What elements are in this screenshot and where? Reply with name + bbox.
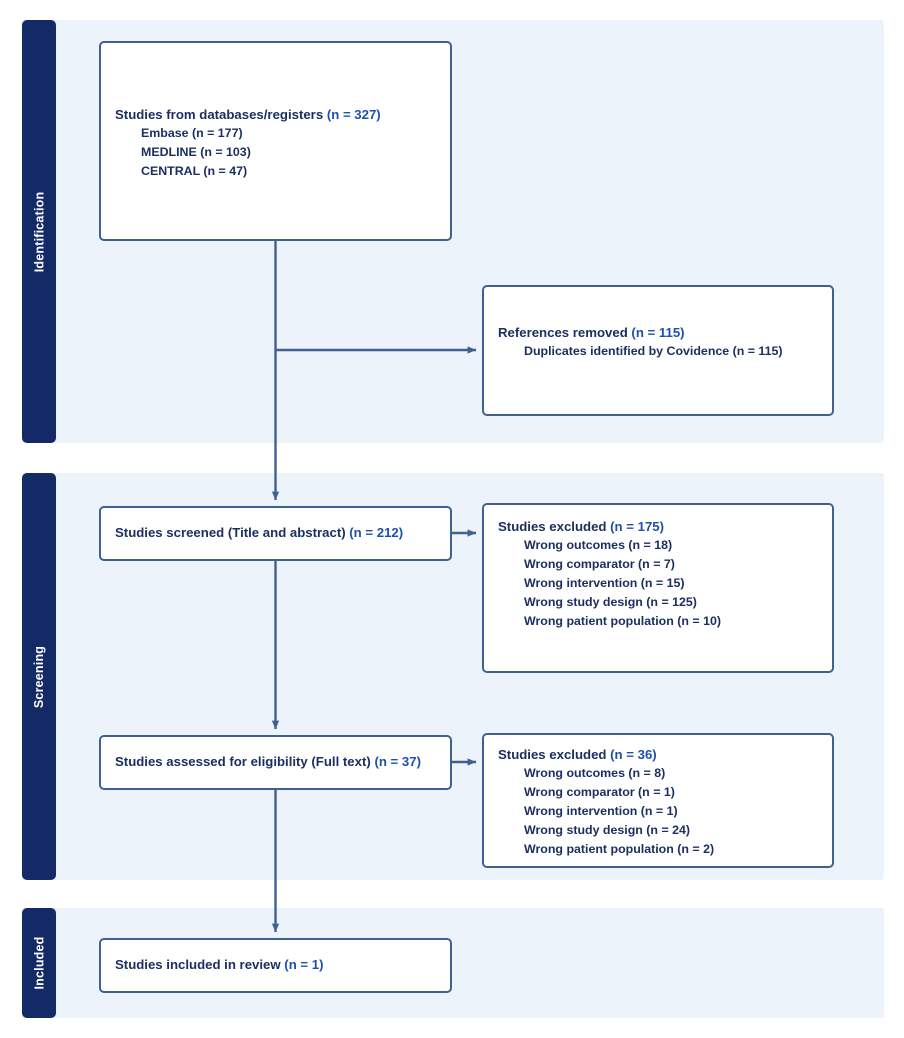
box-references-removed[interactable]: References removed (n = 115) Duplicates … [482, 285, 834, 416]
list-item: CENTRAL (n = 47) [141, 163, 248, 178]
box-studies-included-in-review[interactable]: Studies included in review (n = 1) [99, 938, 452, 993]
box-excluded1-count: (n = 175) [610, 519, 665, 534]
stage-label-included: Included [22, 908, 56, 1018]
stage-label-included-text: Included [32, 936, 46, 990]
box-removed-title: References removed (n = 115) [498, 323, 822, 342]
box-eligibility-title-text: Studies assessed for eligibility (Full t… [115, 754, 371, 769]
box-excluded1-title-text: Studies excluded [498, 519, 607, 534]
stage-label-screening: Screening [22, 473, 56, 880]
list-item: Wrong outcomes (n = 8) [524, 766, 666, 781]
stage-label-identification-text: Identification [32, 191, 47, 272]
list-item: MEDLINE (n = 103) [141, 144, 251, 159]
box-excluded2-items: Wrong outcomes (n = 8) Wrong comparator … [498, 764, 822, 858]
box-studies-assessed-for-eligibility[interactable]: Studies assessed for eligibility (Full t… [99, 735, 452, 790]
list-item: Embase (n = 177) [141, 126, 243, 141]
box-excluded2-title-text: Studies excluded [498, 747, 607, 762]
box-databases-items: Embase (n = 177) MEDLINE (n = 103) CENTR… [115, 124, 440, 181]
box-screened-title-text: Studies screened (Title and abstract) [115, 525, 346, 540]
box-databases-count: (n = 327) [326, 107, 381, 122]
box-screened-count: (n = 212) [349, 525, 404, 540]
list-item: Duplicates identified by Covidence (n = … [524, 344, 783, 359]
box-studies-excluded-fulltext[interactable]: Studies excluded (n = 36) Wrong outcomes… [482, 733, 834, 868]
stage-label-identification: Identification [22, 20, 56, 443]
list-item: Wrong patient population (n = 2) [524, 841, 715, 856]
list-item: Wrong outcomes (n = 18) [524, 538, 673, 553]
box-databases-content: Studies from databases/registers (n = 32… [115, 105, 440, 181]
box-eligibility-title: Studies assessed for eligibility (Full t… [115, 752, 440, 771]
list-item: Wrong comparator (n = 1) [524, 784, 675, 799]
box-excluded2-title: Studies excluded (n = 36) [498, 745, 822, 764]
box-eligibility-content: Studies assessed for eligibility (Full t… [115, 752, 440, 771]
box-excluded1-content: Studies excluded (n = 175) Wrong outcome… [498, 517, 822, 630]
box-screened-title: Studies screened (Title and abstract) (n… [115, 523, 440, 542]
box-removed-count: (n = 115) [631, 325, 685, 340]
box-removed-title-text: References removed [498, 325, 628, 340]
box-included-title: Studies included in review (n = 1) [115, 955, 440, 974]
box-databases-title: Studies from databases/registers (n = 32… [115, 105, 440, 124]
box-databases-title-text: Studies from databases/registers [115, 107, 324, 122]
box-included-count: (n = 1) [284, 957, 324, 972]
box-excluded2-content: Studies excluded (n = 36) Wrong outcomes… [498, 745, 822, 858]
list-item: Wrong intervention (n = 15) [524, 575, 685, 590]
box-removed-content: References removed (n = 115) Duplicates … [498, 323, 822, 361]
list-item: Wrong comparator (n = 7) [524, 556, 675, 571]
box-screened-content: Studies screened (Title and abstract) (n… [115, 523, 440, 542]
box-studies-screened[interactable]: Studies screened (Title and abstract) (n… [99, 506, 452, 561]
list-item: Wrong patient population (n = 10) [524, 613, 721, 628]
box-studies-excluded-screening[interactable]: Studies excluded (n = 175) Wrong outcome… [482, 503, 834, 673]
box-studies-from-databases[interactable]: Studies from databases/registers (n = 32… [99, 41, 452, 241]
box-eligibility-count: (n = 37) [374, 754, 421, 769]
box-excluded1-items: Wrong outcomes (n = 18) Wrong comparator… [498, 536, 822, 630]
list-item: Wrong study design (n = 24) [524, 822, 691, 837]
box-excluded1-title: Studies excluded (n = 175) [498, 517, 822, 536]
stage-label-screening-text: Screening [32, 645, 46, 708]
list-item: Wrong intervention (n = 1) [524, 803, 678, 818]
box-removed-items: Duplicates identified by Covidence (n = … [498, 342, 822, 361]
box-excluded2-count: (n = 36) [610, 747, 657, 762]
list-item: Wrong study design (n = 125) [524, 594, 697, 609]
box-included-title-text: Studies included in review [115, 957, 281, 972]
box-included-content: Studies included in review (n = 1) [115, 955, 440, 974]
